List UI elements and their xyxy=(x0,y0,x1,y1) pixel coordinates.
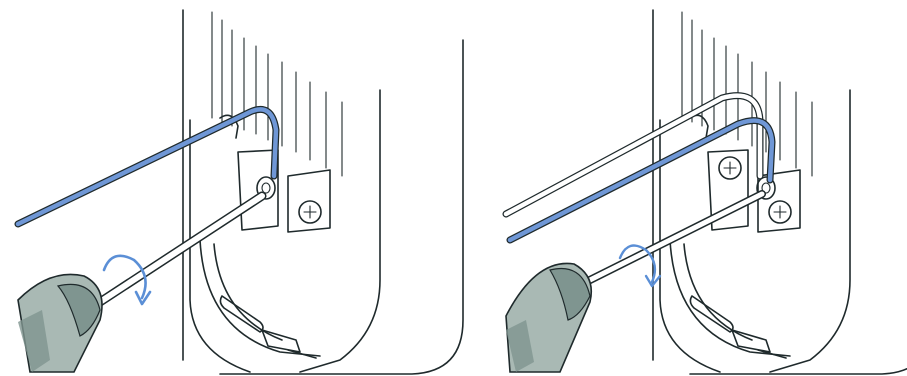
left-panel xyxy=(18,10,463,374)
right-panel xyxy=(506,10,907,374)
